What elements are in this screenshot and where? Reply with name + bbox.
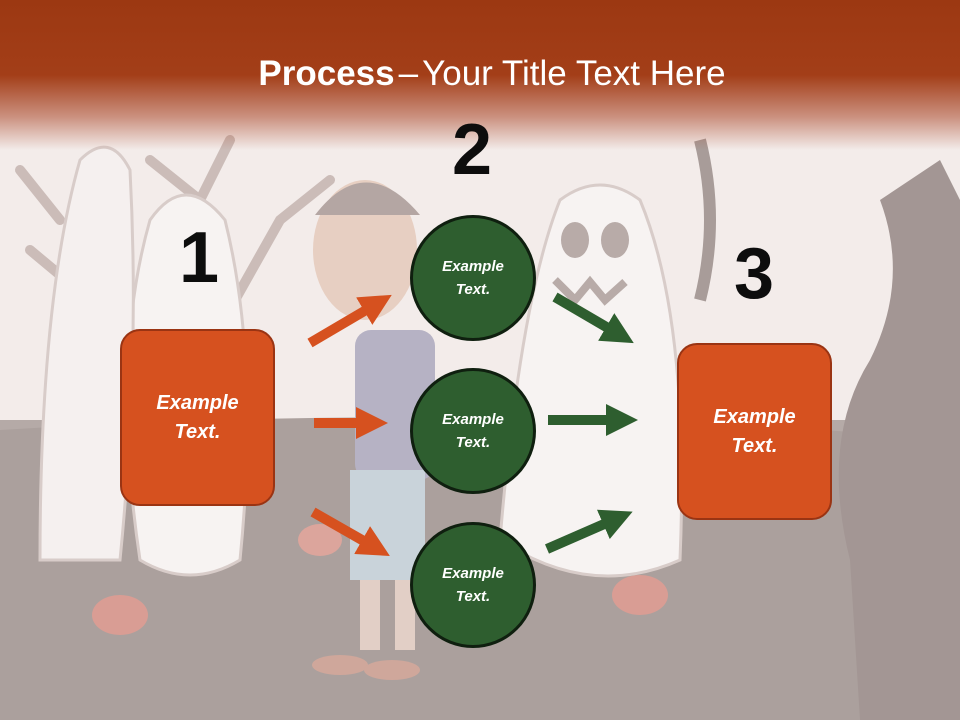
step-2-circle-bottom[interactable]: Example Text. (410, 522, 536, 648)
arrow-2a-to-3 (552, 292, 634, 344)
step-number-2: 2 (451, 110, 493, 190)
step-2-circle-bottom-label: Example Text. (442, 565, 504, 605)
arrow-2c-to-3 (544, 509, 633, 554)
title-rest: Your Title Text Here (422, 54, 726, 93)
slide-title: Process–Your Title Text Here (0, 52, 960, 96)
step-2-circle-middle-label: Example Text. (442, 411, 504, 451)
step-1-box[interactable]: Example Text. (120, 329, 275, 506)
step-1-box-label: Example Text. (156, 391, 239, 443)
title-bold: Process (258, 54, 395, 93)
step-number-1: 1 (178, 218, 220, 298)
step-2-circle-top[interactable]: Example Text. (410, 215, 536, 341)
step-3-box-label: Example Text. (713, 405, 796, 457)
arrow-1-to-2a (307, 294, 392, 348)
step-2-circle-middle[interactable]: Example Text. (410, 368, 536, 494)
step-number-3: 3 (733, 234, 775, 314)
title-band (0, 0, 960, 150)
step-2-circle-top-label: Example Text. (442, 258, 504, 298)
step-3-box[interactable]: Example Text. (677, 343, 832, 520)
title-dash: – (398, 54, 419, 93)
arrow-1-to-2c (310, 507, 390, 556)
